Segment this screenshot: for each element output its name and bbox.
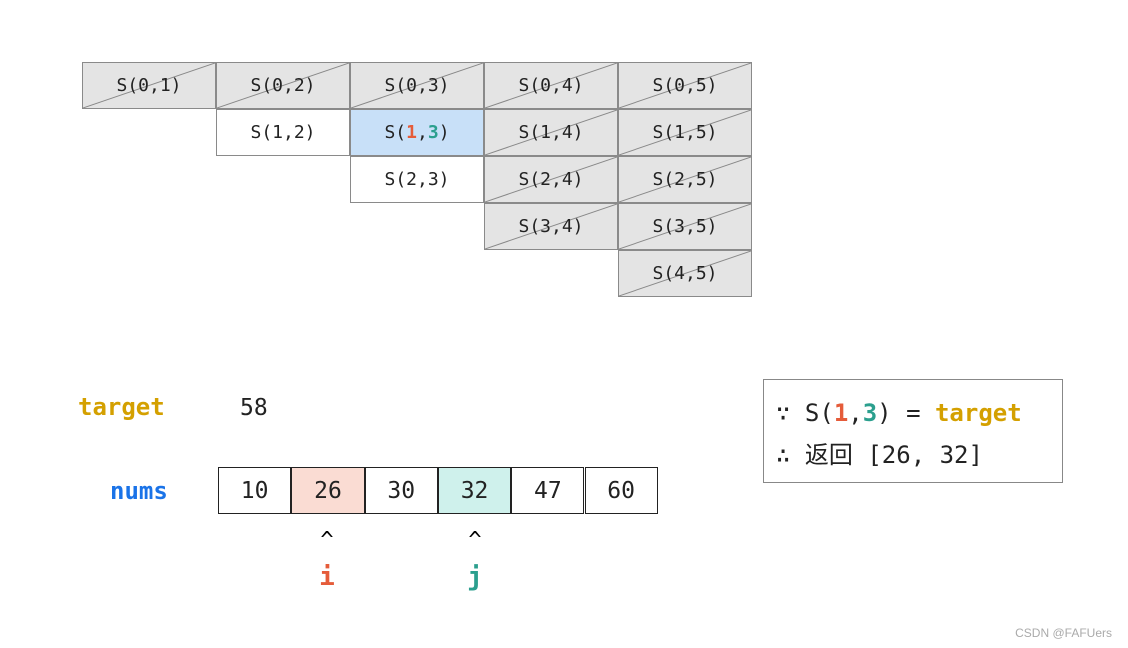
- cell-label: S(4,5): [652, 263, 718, 284]
- nums-cell: 32: [437, 467, 512, 514]
- cell-label: S(2,3): [384, 169, 450, 190]
- watermark: CSDN @FAFUers: [1015, 626, 1112, 640]
- cell-pruned: S(0,2): [216, 62, 350, 109]
- cell-label: S(0,2): [250, 75, 316, 96]
- cell-label: S(3,4): [518, 216, 584, 237]
- cell-pruned: S(2,4): [484, 156, 618, 203]
- nums-label: nums: [110, 477, 168, 505]
- strike-line-icon: [619, 63, 751, 108]
- strike-line-icon: [485, 63, 617, 108]
- i-pointer-label: i: [319, 562, 335, 592]
- cell-pruned: S(1,5): [618, 109, 752, 156]
- cell-label: S(0,4): [518, 75, 584, 96]
- cell-label: S(0,1): [116, 75, 182, 96]
- cell-pruned: S(1,4): [484, 109, 618, 156]
- cell-pruned: S(0,1): [82, 62, 216, 109]
- cell-current: S(1,3): [350, 109, 484, 156]
- nums-cell: 60: [584, 467, 658, 514]
- i-index: 1: [406, 122, 417, 143]
- strike-line-icon: [217, 63, 349, 108]
- strike-line-icon: [485, 110, 617, 155]
- strike-line-icon: [619, 251, 751, 296]
- conclusion-box: ∵ S(1,3) = target ∴ 返回 [26, 32]: [763, 379, 1063, 483]
- cell-pruned: S(3,5): [618, 203, 752, 250]
- cell-pruned: S(2,5): [618, 156, 752, 203]
- cell-label: S(1,5): [652, 122, 718, 143]
- nums-cell: 30: [364, 467, 438, 514]
- strike-line-icon: [83, 63, 215, 108]
- cell-pruned: S(0,4): [484, 62, 618, 109]
- cell-label: S(0,5): [652, 75, 718, 96]
- cell-label: S(3,5): [652, 216, 718, 237]
- nums-cell: 47: [511, 467, 585, 514]
- strike-line-icon: [619, 204, 751, 249]
- j-index: 3: [427, 122, 439, 143]
- cell-label: S(2,4): [518, 169, 584, 190]
- cell-open: S(2,3): [350, 156, 484, 203]
- cell-pruned: S(0,5): [618, 62, 752, 109]
- cell-label: S(2,5): [652, 169, 718, 190]
- cell-label: S(0,3): [384, 75, 450, 96]
- cell-pruned: S(0,3): [350, 62, 484, 109]
- cell-open: S(1,2): [216, 109, 350, 156]
- cell-pruned: S(3,4): [484, 203, 618, 250]
- therefore-line: ∴ 返回 [26, 32]: [776, 441, 983, 469]
- i-caret: ^: [320, 528, 334, 553]
- cell-label: S(1,2): [250, 122, 316, 143]
- nums-cell: 26: [291, 467, 365, 514]
- cell-label: S(1,3): [384, 122, 450, 143]
- strike-line-icon: [485, 204, 617, 249]
- strike-line-icon: [619, 157, 751, 202]
- j-pointer-label: j: [467, 562, 483, 592]
- cell-label: S(1,4): [518, 122, 584, 143]
- strike-line-icon: [485, 157, 617, 202]
- target-value: 58: [240, 395, 268, 421]
- strike-line-icon: [619, 110, 751, 155]
- target-label: target: [78, 393, 165, 421]
- j-caret: ^: [468, 528, 482, 553]
- nums-cell: 10: [218, 467, 292, 514]
- strike-line-icon: [351, 63, 483, 108]
- because-line: ∵ S(1,3) = target: [776, 399, 1022, 427]
- cell-pruned: S(4,5): [618, 250, 752, 297]
